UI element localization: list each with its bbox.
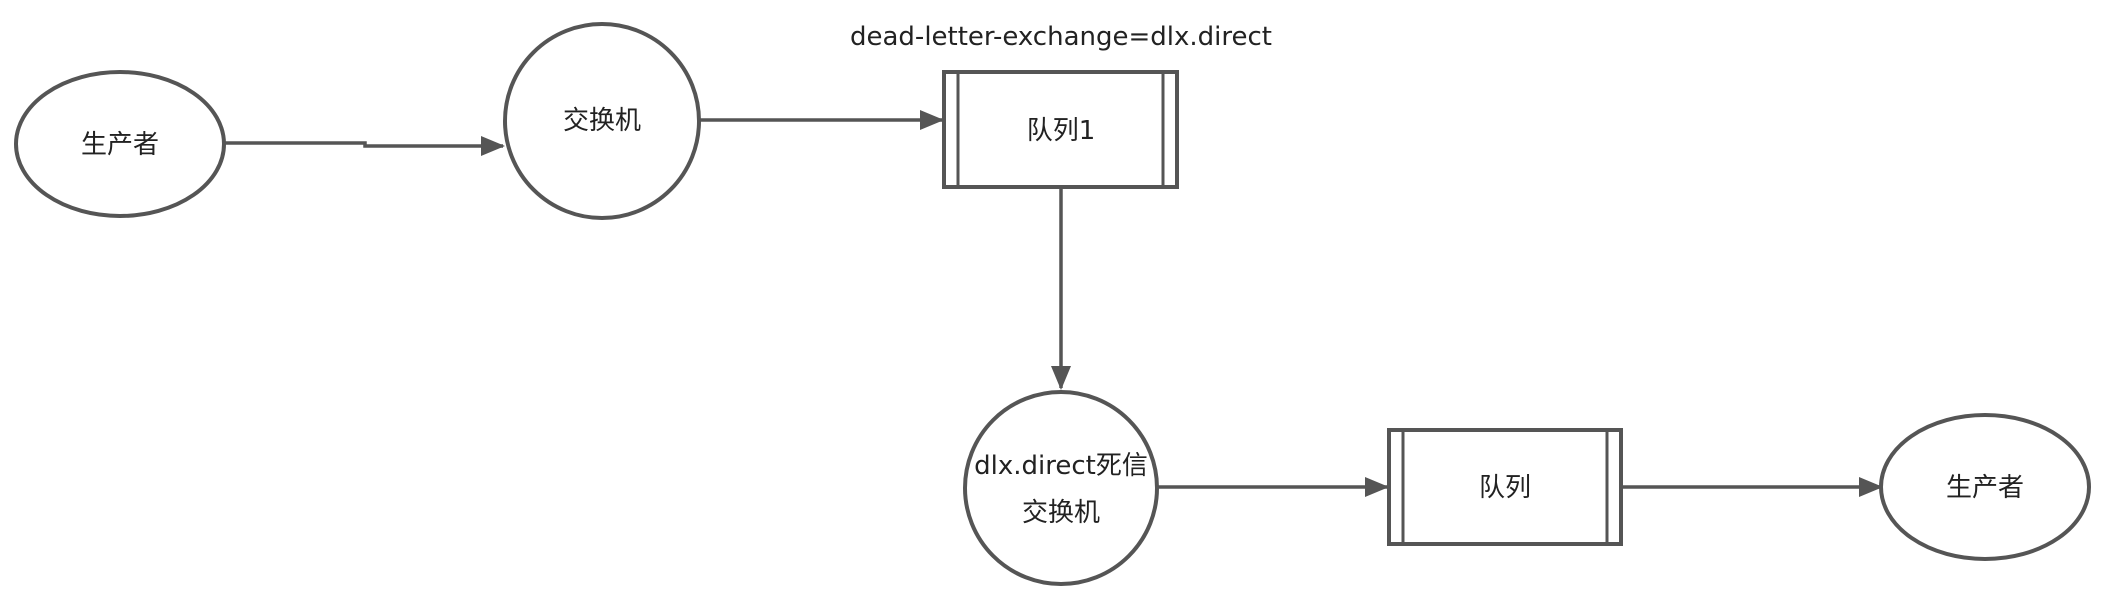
node-dlx-exchange: dlx.direct死信 交换机: [963, 390, 1159, 586]
dlx-exchange-label-line2: 交换机: [1022, 498, 1100, 528]
queue-label: 队列: [1479, 473, 1531, 503]
node-producer: 生产者: [14, 70, 226, 218]
exchange-label: 交换机: [563, 106, 641, 136]
node-exchange: 交换机: [503, 22, 701, 220]
producer-label: 生产者: [81, 130, 159, 160]
queue1-label: 队列1: [1027, 116, 1096, 146]
node-consumer: 生产者: [1879, 413, 2091, 561]
node-queue: 队列: [1387, 428, 1623, 546]
consumer-label: 生产者: [1946, 473, 2024, 503]
edge-producer-to-exchange: [225, 136, 505, 156]
node-queue1: dead-letter-exchange=dlx.direct 队列1: [850, 22, 1272, 189]
queue1-argument-annotation: dead-letter-exchange=dlx.direct: [850, 22, 1272, 52]
dlx-exchange-label-line1: dlx.direct死信: [974, 451, 1148, 481]
edges: [225, 110, 1883, 497]
